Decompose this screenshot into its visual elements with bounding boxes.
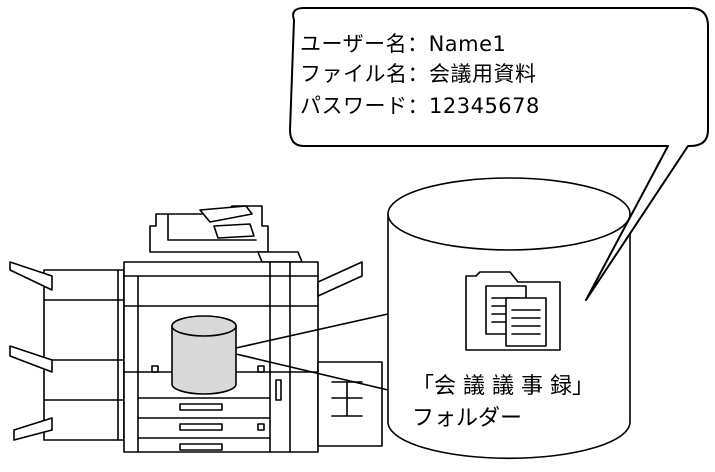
storage-connector bbox=[235, 313, 389, 391]
storage-cylinder-icon bbox=[171, 315, 237, 395]
folder-with-documents-icon bbox=[465, 271, 561, 351]
callout-bubble bbox=[289, 7, 709, 301]
callout-file-line: ファイル名：会議用資料 bbox=[300, 62, 537, 86]
folder-type-label: フォルダー bbox=[412, 406, 523, 431]
callout-user-line: ユーザー名：Name1 bbox=[300, 32, 507, 56]
callout-password-line: パスワード：12345678 bbox=[300, 94, 540, 118]
folder-name-label: 「会 議 議 事 録」 bbox=[412, 374, 594, 399]
